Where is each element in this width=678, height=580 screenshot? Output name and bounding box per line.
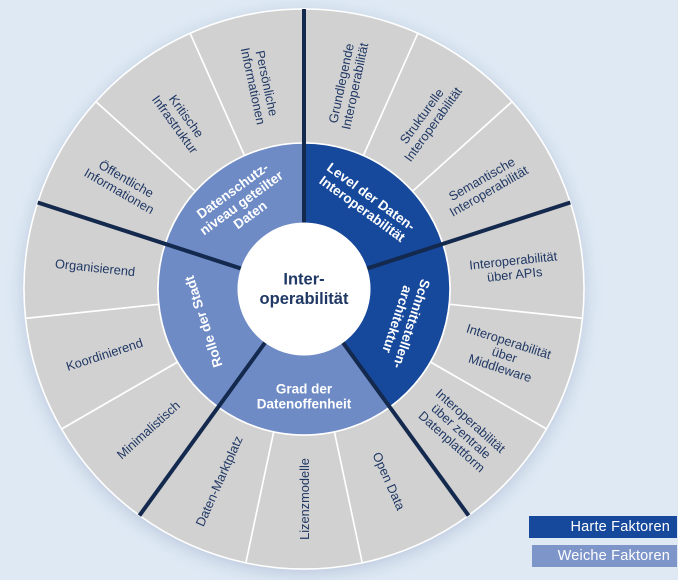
legend-item-weiche-faktoren: Weiche Faktoren — [532, 545, 677, 567]
group-boundary-line-2 — [340, 340, 471, 517]
legend-label-weiche-faktoren: Weiche Faktoren — [557, 548, 670, 564]
group-boundary-line-3 — [137, 340, 268, 517]
legend: Harte Faktoren Weiche Faktoren — [529, 516, 677, 567]
hub-circle — [237, 222, 371, 356]
group-boundary-line-1 — [364, 200, 571, 271]
group-boundary-line-4 — [37, 200, 244, 271]
legend-label-harte-faktoren: Harte Faktoren — [570, 519, 670, 535]
label-persoenliche-informationen: PersönlicheInformationen — [238, 43, 283, 126]
legend-item-harte-faktoren: Harte Faktoren — [529, 516, 677, 538]
label-lizenzmodelle: Lizenzmodelle — [297, 458, 312, 540]
center-title: Inter-operabilität — [260, 270, 349, 308]
